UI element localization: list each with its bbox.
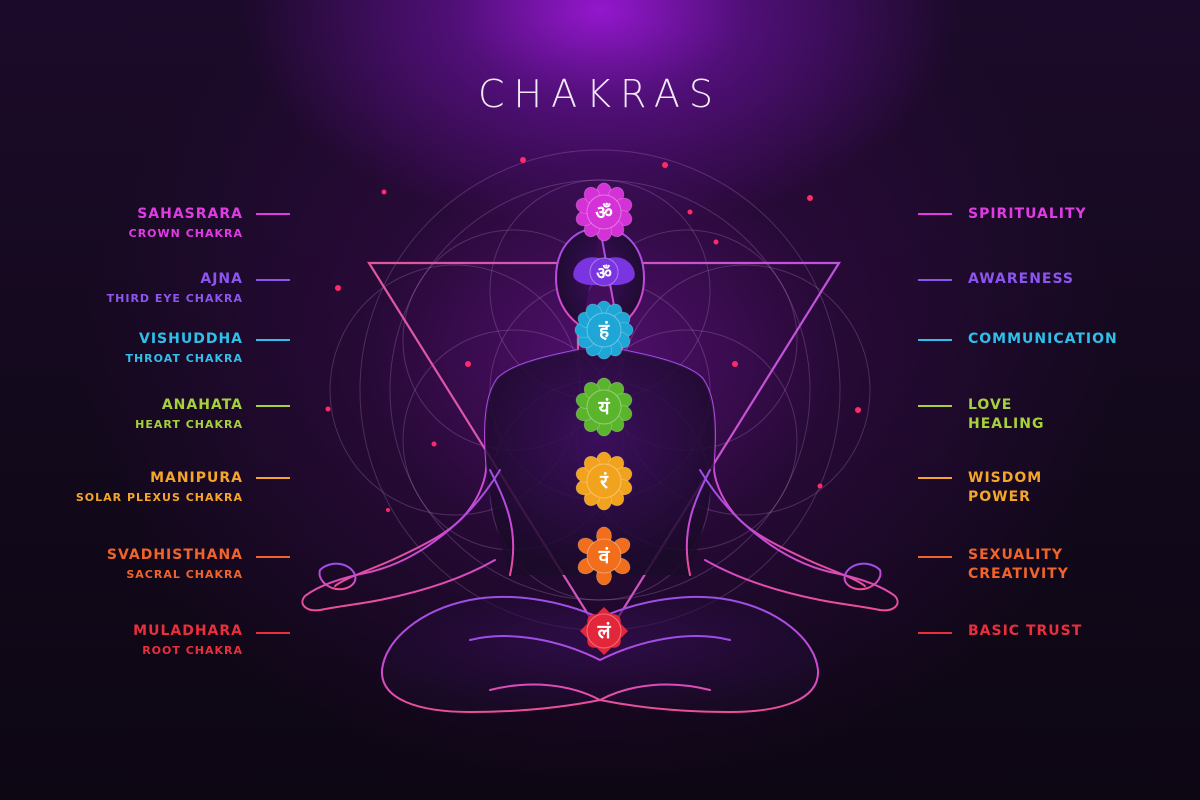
chakra-meaning-muladhara: BASIC TRUST [968,622,1082,641]
sparkle-dot [386,508,390,512]
figure-left-hand [318,562,357,591]
chakra-meaning-text: LOVE [968,397,1013,413]
chakra-name: SVADHISTHANA [106,547,243,563]
chakra-label-anahata: ANAHATA HEART CHAKRA [135,396,243,432]
figure-right-arm [699,469,899,612]
chakra-emblem-svadhisthana: वं [577,526,631,586]
chakra-meaning-text: CREATIVITY [968,566,1069,582]
chakra-emblem-vishuddha: हं [574,300,634,360]
chakra-core [589,257,619,287]
chakra-meaning-text: SEXUALITY [968,547,1064,563]
sparkle-dot [807,195,813,201]
figure-right-hand [843,562,882,591]
connector-line-left [256,405,290,407]
connector-line-right [918,213,952,215]
sparkle-dot [855,407,861,413]
chakra-meaning-text: BASIC TRUST [968,623,1083,639]
connector-line-right [918,632,952,634]
yam-symbol-icon: यं [597,397,610,419]
chakra-name: SAHASRARA [137,206,243,222]
chakra-label-sahasrara: SAHASRARA CROWN CHAKRA [129,205,243,241]
chakra-subtitle: THROAT CHAKRA [125,352,243,365]
sparkle-dot [465,361,471,367]
chakra-label-muladhara: MULADHARA ROOT CHAKRA [133,622,243,658]
chakra-name: MANIPURA [150,470,243,486]
om-symbol-icon: ॐ [595,202,612,224]
chakra-meaning-sahasrara: SPIRITUALITY [968,205,1087,224]
sparkle-dot [817,483,823,489]
chakra-subtitle: CROWN CHAKRA [128,227,243,240]
chakra-emblem-anahata: यं [575,377,633,437]
sparkle-dot [381,189,387,195]
chakra-subtitle: SACRAL CHAKRA [126,568,243,581]
chakra-meaning-text: AWARENESS [968,271,1075,287]
chakra-meaning-svadhisthana: SEXUALITY CREATIVITY [968,546,1069,584]
connector-line-right [918,556,952,558]
chakra-meaning-text: WISDOM [968,470,1043,486]
chakra-name: AJNA [200,271,243,287]
chakra-subtitle: ROOT CHAKRA [142,644,243,657]
chakra-emblems: ॐ ॐ हं यं रं वं लं [573,182,635,656]
chakra-core [586,389,622,425]
connector-line-left [256,279,290,281]
connector-line-left [256,213,290,215]
chakra-meaning-manipura: WISDOM POWER [968,469,1042,507]
connector-line-right [918,339,952,341]
chakra-meaning-ajna: AWARENESS [968,270,1074,289]
sparkle-dot [325,406,331,412]
chakra-core [586,194,622,230]
page-title: CHAKRAS [477,72,722,116]
lam-symbol-icon: लं [597,621,612,643]
chakra-meaning-text: SPIRITUALITY [968,206,1087,222]
chakra-emblem-manipura: रं [575,451,633,511]
chakra-name: VISHUDDHA [138,331,243,347]
ham-symbol-icon: हं [598,320,610,342]
chakra-emblem-muladhara: लं [579,606,629,656]
sparkle-dot [335,285,341,291]
chakra-meaning-text: COMMUNICATION [968,331,1118,347]
chakra-name: MULADHARA [133,623,243,639]
connector-line-left [256,339,290,341]
chakra-meaning-anahata: LOVE HEALING [968,396,1044,434]
chakra-meaning-text: HEALING [968,416,1045,432]
connector-line-left [256,477,290,479]
chakra-core [586,312,622,348]
connector-line-left [256,556,290,558]
chakra-emblem-sahasrara: ॐ [575,182,633,242]
chakra-meaning-text: POWER [968,489,1031,505]
chakra-subtitle: THIRD EYE CHAKRA [106,292,243,305]
chakra-meaning-vishuddha: COMMUNICATION [968,330,1118,349]
connector-line-right [918,477,952,479]
connector-line-right [918,279,952,281]
chakra-label-manipura: MANIPURA SOLAR PLEXUS CHAKRA [76,469,243,505]
sparkle-dot [520,157,526,163]
ram-symbol-icon: रं [599,471,609,493]
chakra-core [586,463,622,499]
connector-line-left [256,632,290,634]
geometry-circle [389,179,811,601]
vam-symbol-icon: वं [598,546,611,568]
chakra-core [586,538,622,574]
connector-line-right [918,405,952,407]
chakra-label-vishuddha: VISHUDDHA THROAT CHAKRA [125,330,243,366]
sparkle-dot [431,441,437,447]
chakra-subtitle: SOLAR PLEXUS CHAKRA [75,491,243,504]
figure-left-arm [301,469,501,612]
figure-legs [380,595,820,713]
om-symbol-icon: ॐ [596,264,612,284]
chakra-label-ajna: AJNA THIRD EYE CHAKRA [107,270,243,306]
chakra-core [586,613,622,649]
sparkle-dot [662,162,668,168]
sparkle-dot [732,361,738,367]
chakra-subtitle: HEART CHAKRA [135,418,243,431]
chakra-emblem-ajna: ॐ [573,257,635,287]
chakra-label-svadhisthana: SVADHISTHANA SACRAL CHAKRA [107,546,243,582]
figure-crossed-feet [469,635,731,701]
sparkle-dot [713,239,719,245]
sparkle-dot [687,209,693,215]
chakra-name: ANAHATA [161,397,243,413]
